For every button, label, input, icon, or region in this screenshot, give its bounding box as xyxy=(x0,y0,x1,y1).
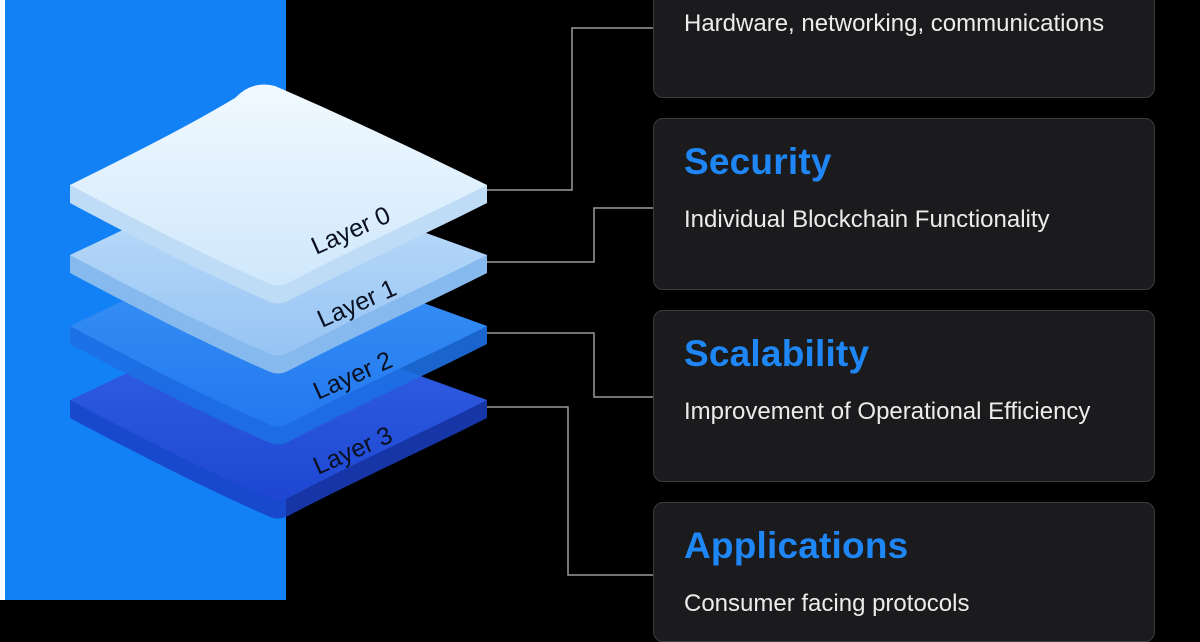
connector-line-layer-2 xyxy=(487,332,653,398)
card-applications-description: Consumer facing protocols xyxy=(684,590,970,617)
card-scalability-title: Scalability xyxy=(684,333,870,374)
card-security-title: Security xyxy=(684,141,832,182)
card-scalability: Scalability Improvement of Operational E… xyxy=(653,310,1155,482)
layer-stack-diagram: Layer 3 Layer 2 Layer 1 Layer 0 xyxy=(70,27,653,576)
card-scalability-description: Improvement of Operational Efficiency xyxy=(684,398,1091,425)
connector-line-layer-0 xyxy=(487,27,653,191)
card-security-description: Individual Blockchain Functionality xyxy=(684,206,1050,233)
connector-line-layer-3 xyxy=(487,406,653,576)
layer-0-slab: Layer 0 xyxy=(70,84,487,304)
card-applications-title: Applications xyxy=(684,525,909,566)
card-layer-0-description: Hardware, networking, communications xyxy=(684,10,1105,37)
card-security: Security Individual Blockchain Functiona… xyxy=(653,118,1155,290)
card-layer-0: Hardware, networking, communications xyxy=(653,0,1155,98)
connector-line-layer-1 xyxy=(487,207,653,263)
left-edge-strip xyxy=(0,0,5,600)
card-applications: Applications Consumer facing protocols xyxy=(653,502,1155,642)
